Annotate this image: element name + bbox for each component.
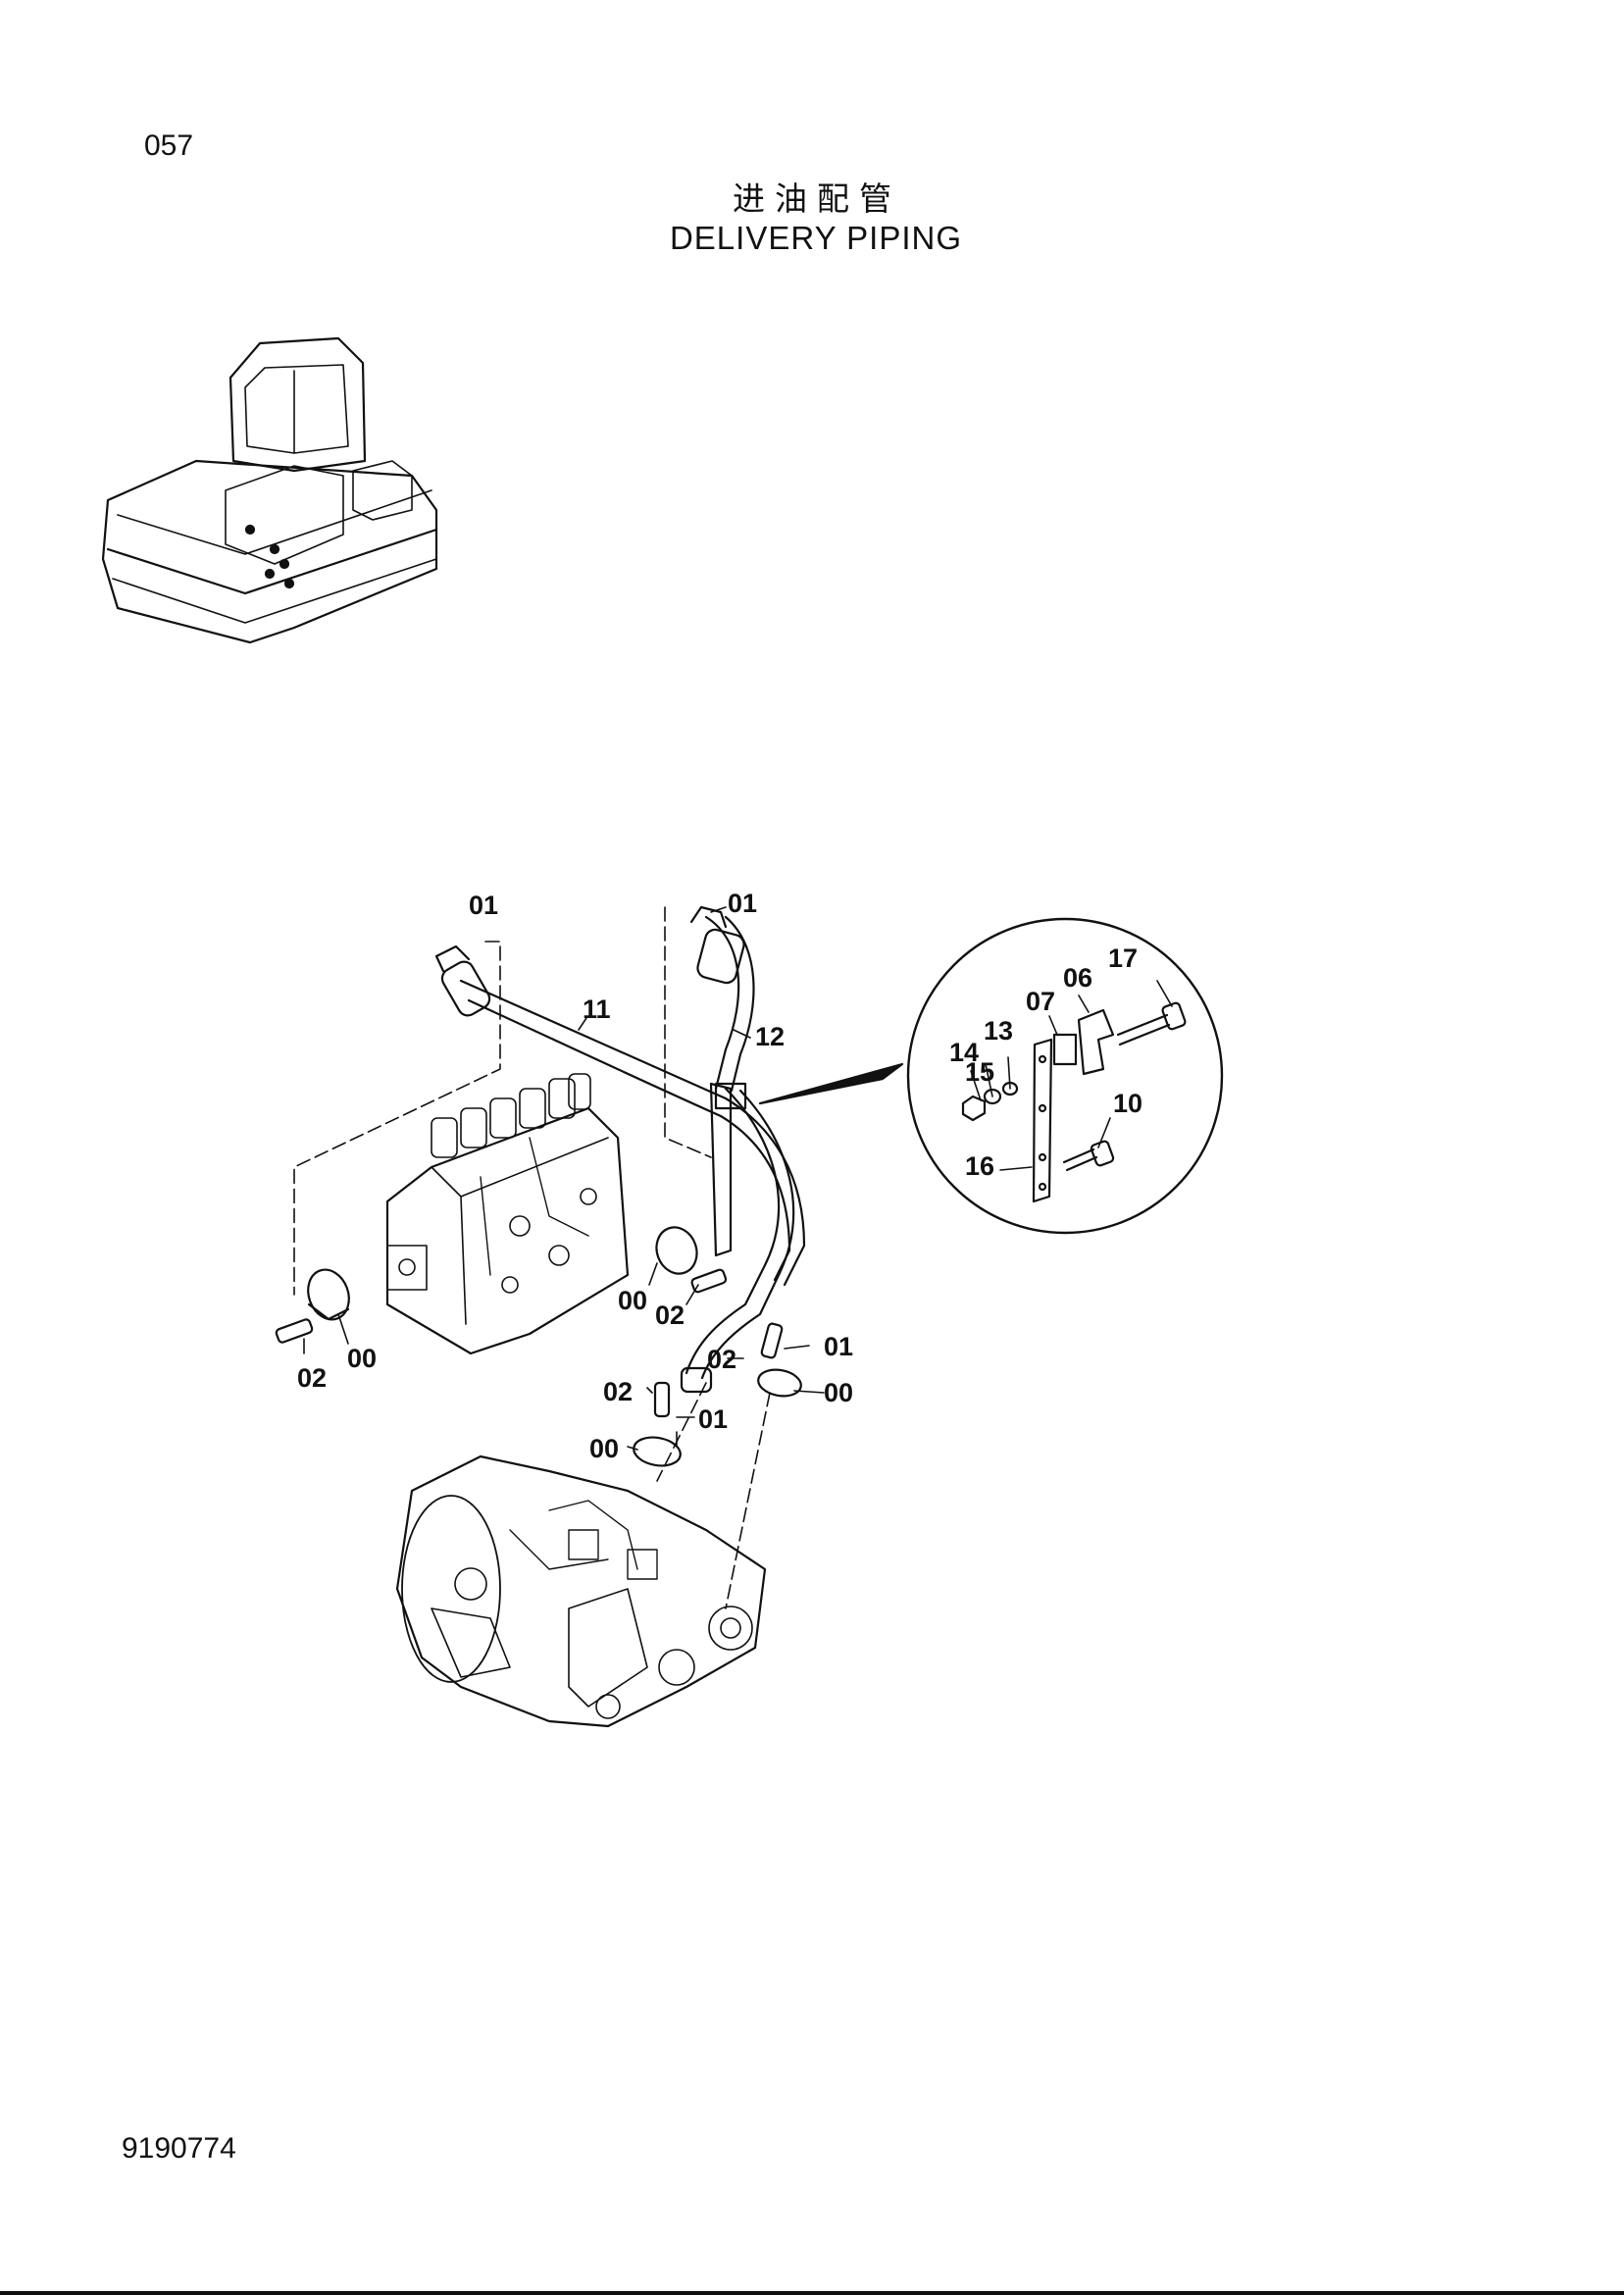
part-labels: 01 01 11 12 15 14 13 07 06 17 10 16 00 0… [297, 889, 1142, 1463]
label-13: 13 [984, 1016, 1013, 1046]
label-02-lower: 02 [603, 1377, 633, 1406]
flange-00-valve [655, 1226, 728, 1294]
label-01-lower: 01 [698, 1404, 728, 1434]
flange-00-pump-right [757, 1322, 802, 1398]
detail-view-clamp [906, 917, 1224, 1235]
label-11: 11 [583, 994, 611, 1024]
label-02-valve: 02 [655, 1300, 685, 1330]
label-00-valve: 00 [618, 1286, 647, 1315]
label-00-lower: 00 [589, 1434, 619, 1463]
label-01-top-left: 01 [469, 891, 498, 920]
hose-12 [680, 905, 795, 1394]
label-10: 10 [1113, 1089, 1142, 1118]
flange-00-pump-left [633, 1381, 682, 1467]
label-01-right: 01 [824, 1332, 853, 1361]
callout-arrow [758, 1062, 904, 1105]
label-06: 06 [1063, 963, 1092, 993]
control-valve-illustration [385, 1073, 630, 1355]
hydraulic-pump-illustration [395, 1454, 767, 1728]
label-07: 07 [1026, 987, 1055, 1016]
label-14: 14 [949, 1038, 979, 1067]
label-02-right: 02 [707, 1345, 736, 1374]
label-02-left: 02 [297, 1363, 327, 1393]
label-00-left: 00 [347, 1344, 377, 1373]
label-17: 17 [1108, 944, 1138, 973]
title-english: DELIVERY PIPING [669, 220, 963, 256]
flange-00-left [275, 1268, 350, 1344]
title-chinese: 进油配管 [733, 179, 901, 218]
label-leaders [303, 906, 1173, 1451]
document-number: 9190774 [122, 2132, 236, 2165]
bottom-rule [0, 2291, 1624, 2295]
clamp-bracket-16 [709, 1082, 747, 1257]
hose-11 [434, 944, 806, 1287]
label-15: 15 [965, 1057, 994, 1087]
label-16: 16 [965, 1151, 994, 1181]
page-number: 057 [144, 129, 194, 162]
label-12: 12 [755, 1022, 785, 1051]
excavator-overview-illustration [101, 336, 438, 644]
label-01-top-right: 01 [728, 889, 757, 918]
label-00-right: 00 [824, 1378, 853, 1407]
